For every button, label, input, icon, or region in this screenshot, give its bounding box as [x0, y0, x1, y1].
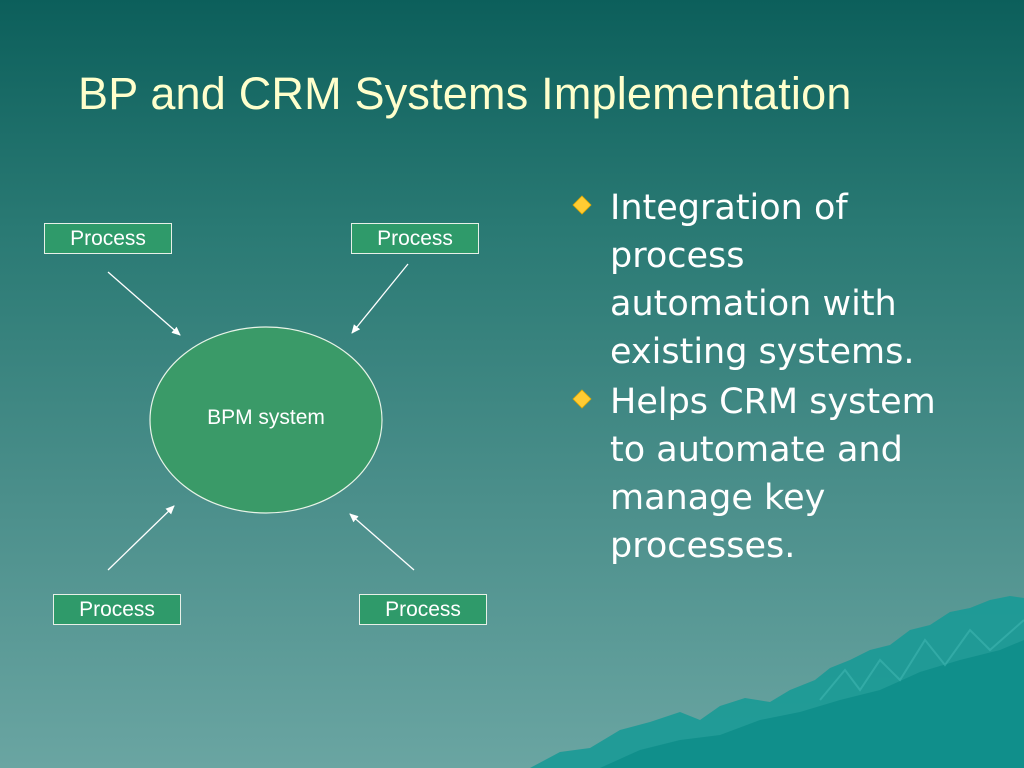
process-box-bottom-right: Process: [359, 594, 487, 625]
bpm-system-ellipse: [149, 326, 383, 514]
bullet-text: Integration of process automation with e…: [610, 188, 915, 372]
arrow-top-right: [351, 263, 409, 334]
arrow-bottom-left: [107, 505, 175, 571]
arrow-top-left: [107, 271, 181, 336]
bullet-item: Integration of process automation with e…: [570, 184, 970, 376]
slide-title: BP and CRM Systems Implementation: [78, 68, 852, 119]
diamond-bullet-icon: [572, 195, 592, 215]
bullet-item: Helps CRM system to automate and manage …: [570, 378, 970, 570]
process-box-bottom-left: Process: [53, 594, 181, 625]
bullet-text: Helps CRM system to automate and manage …: [610, 382, 936, 566]
diamond-bullet-icon: [572, 389, 592, 409]
bpm-system-label: BPM system: [207, 406, 325, 429]
process-box-top-right: Process: [351, 223, 479, 254]
bullet-list: Integration of process automation with e…: [570, 184, 970, 572]
arrow-bottom-right: [349, 513, 415, 571]
process-box-top-left: Process: [44, 223, 172, 254]
